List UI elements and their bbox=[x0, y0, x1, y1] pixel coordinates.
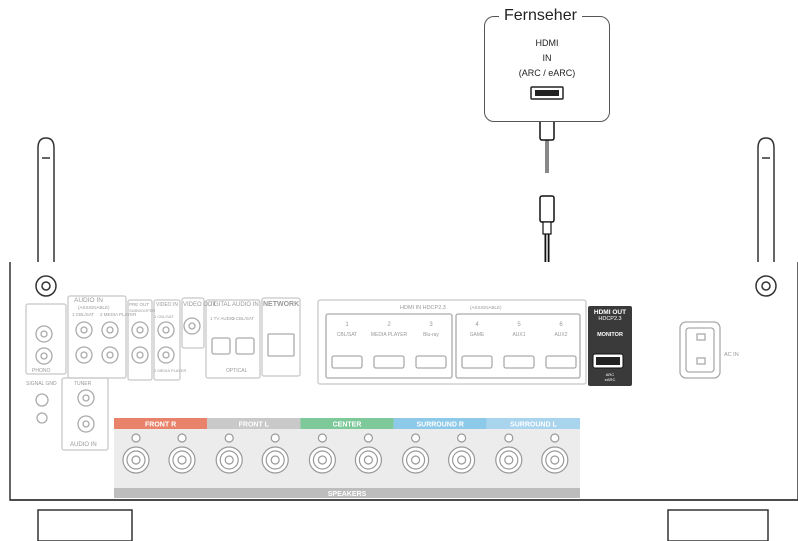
speaker-terminal-negative bbox=[261, 433, 289, 474]
tv-title: Fernseher bbox=[499, 7, 582, 25]
speaker-group-label: FRONT R bbox=[145, 422, 176, 429]
tv-box bbox=[484, 16, 610, 122]
tuner-audio-in-label: AUDIO IN bbox=[70, 442, 97, 448]
speaker-terminal-negative bbox=[168, 433, 196, 474]
hdmi-in-label-4: GAME bbox=[470, 332, 485, 338]
audio-input-2-label: 2 MEDIA PLAYER bbox=[100, 312, 137, 317]
speaker-terminal-positive bbox=[215, 433, 243, 474]
hdmi-out-panel: HDMI OUT HDCP2.3 MONITOR ARC eARC bbox=[588, 306, 632, 386]
speaker-group-header bbox=[207, 418, 301, 429]
hdmi-in-label-2: MEDIA PLAYER bbox=[371, 332, 408, 338]
hdmi-in-label-5: AUX1 bbox=[512, 332, 525, 338]
speaker-terminal-positive bbox=[495, 433, 523, 474]
digital-audio-in-label: DIGITAL AUDIO IN bbox=[208, 302, 259, 308]
hdmi-in-number-2: 2 bbox=[387, 322, 391, 328]
hdmi-in-number-4: 4 bbox=[475, 322, 479, 328]
hdmi-in-port-2 bbox=[373, 355, 405, 369]
speaker-terminal-positive bbox=[122, 433, 150, 474]
hdmi-in-port-3 bbox=[415, 355, 447, 369]
phono-label: PHONO bbox=[32, 368, 50, 374]
rca-jacks bbox=[35, 317, 201, 433]
speaker-terminal-negative bbox=[448, 433, 476, 474]
optical-label: OPTICAL bbox=[226, 368, 248, 374]
hdmi-assignable-label: (ASSIGNABLE) bbox=[470, 305, 502, 310]
hdmi-in-port-4 bbox=[461, 355, 493, 369]
audio-in-panel bbox=[25, 303, 67, 375]
ac-in-label: AC IN bbox=[724, 352, 739, 358]
pre-out-label: PRE OUT bbox=[129, 302, 149, 307]
video-in-label: VIDEO IN bbox=[156, 302, 178, 308]
network-label: NETWORK bbox=[263, 301, 299, 308]
ac-in-socket bbox=[679, 321, 721, 379]
speaker-group-header bbox=[114, 418, 208, 429]
tv-port-line3: (ARC / eARC) bbox=[518, 68, 576, 78]
hdmi-in-port-5 bbox=[503, 355, 535, 369]
earc-label: eARC bbox=[605, 377, 616, 382]
hdmi-out-hdcp-label: HDCP2.3 bbox=[598, 316, 621, 322]
hdmi-in-port-1 bbox=[331, 355, 363, 369]
monitor-label: MONITOR bbox=[597, 332, 623, 338]
tv-port-line2: IN bbox=[542, 53, 552, 63]
audio-in-label: AUDIO IN bbox=[74, 297, 103, 304]
speaker-group-header bbox=[486, 418, 580, 429]
optical-port-2 bbox=[235, 337, 255, 355]
speaker-group-label: CENTER bbox=[333, 422, 362, 429]
hdmi-in-port-6 bbox=[545, 355, 577, 369]
speaker-group-label: FRONT L bbox=[239, 422, 270, 429]
audio-assignable-label: (ASSIGNABLE) bbox=[78, 305, 110, 310]
hdmi-out-label: HDMI OUT bbox=[594, 309, 626, 316]
video-out-label: VIDEO OUT bbox=[183, 302, 216, 308]
speakers-label: SPEAKERS bbox=[328, 491, 367, 498]
hdmi-plug-bottom bbox=[539, 195, 555, 235]
subwoofer-label: SUBWOOFER bbox=[129, 308, 155, 313]
speaker-group-label: SURROUND L bbox=[510, 422, 557, 429]
hdmi-in-header: HDMI IN HDCP2.3 bbox=[400, 305, 446, 311]
hdmi-in-number-5: 5 bbox=[517, 322, 521, 328]
tv-port-line1: HDMI bbox=[535, 38, 559, 48]
video-input-1-label: 1 CBL/SAT bbox=[154, 314, 174, 319]
speaker-terminal-negative bbox=[354, 433, 382, 474]
tuner-label: TUNER bbox=[74, 381, 92, 387]
speaker-terminal-positive bbox=[308, 433, 336, 474]
speaker-terminal-negative bbox=[541, 433, 569, 474]
audio-input-1-label: 1 CBL/SAT bbox=[72, 312, 94, 317]
optical-port-1 bbox=[211, 337, 231, 355]
network-port bbox=[267, 333, 295, 357]
digital-input-1-label: 1 TV AUDIO bbox=[210, 316, 235, 321]
hdmi-port-icon bbox=[530, 86, 564, 100]
video-input-2-label: 2 MEDIA PLAYER bbox=[154, 368, 186, 373]
hdmi-in-label-1: CBL/SAT bbox=[337, 332, 357, 338]
speakers-panel: FRONT R FRONT L CENTER SURROUND R SURROUND L… bbox=[114, 418, 580, 498]
hdmi-in-number-6: 6 bbox=[559, 322, 563, 328]
hdmi-in-number-3: 3 bbox=[429, 322, 433, 328]
hdmi-in-label-6: AUX2 bbox=[554, 332, 567, 338]
speaker-group-header bbox=[393, 418, 487, 429]
signal-gnd-label: SIGNAL GND bbox=[26, 381, 57, 387]
hdmi-in-number-1: 1 bbox=[345, 322, 349, 328]
speaker-group-label: SURROUND R bbox=[416, 422, 463, 429]
speaker-terminal-positive bbox=[402, 433, 430, 474]
digital-input-2-label: 2 CBL/SAT bbox=[232, 316, 254, 321]
arc-label: ARC bbox=[606, 372, 615, 377]
speaker-group-header bbox=[300, 418, 394, 429]
hdmi-in-label-3: Blu-ray bbox=[423, 332, 439, 338]
